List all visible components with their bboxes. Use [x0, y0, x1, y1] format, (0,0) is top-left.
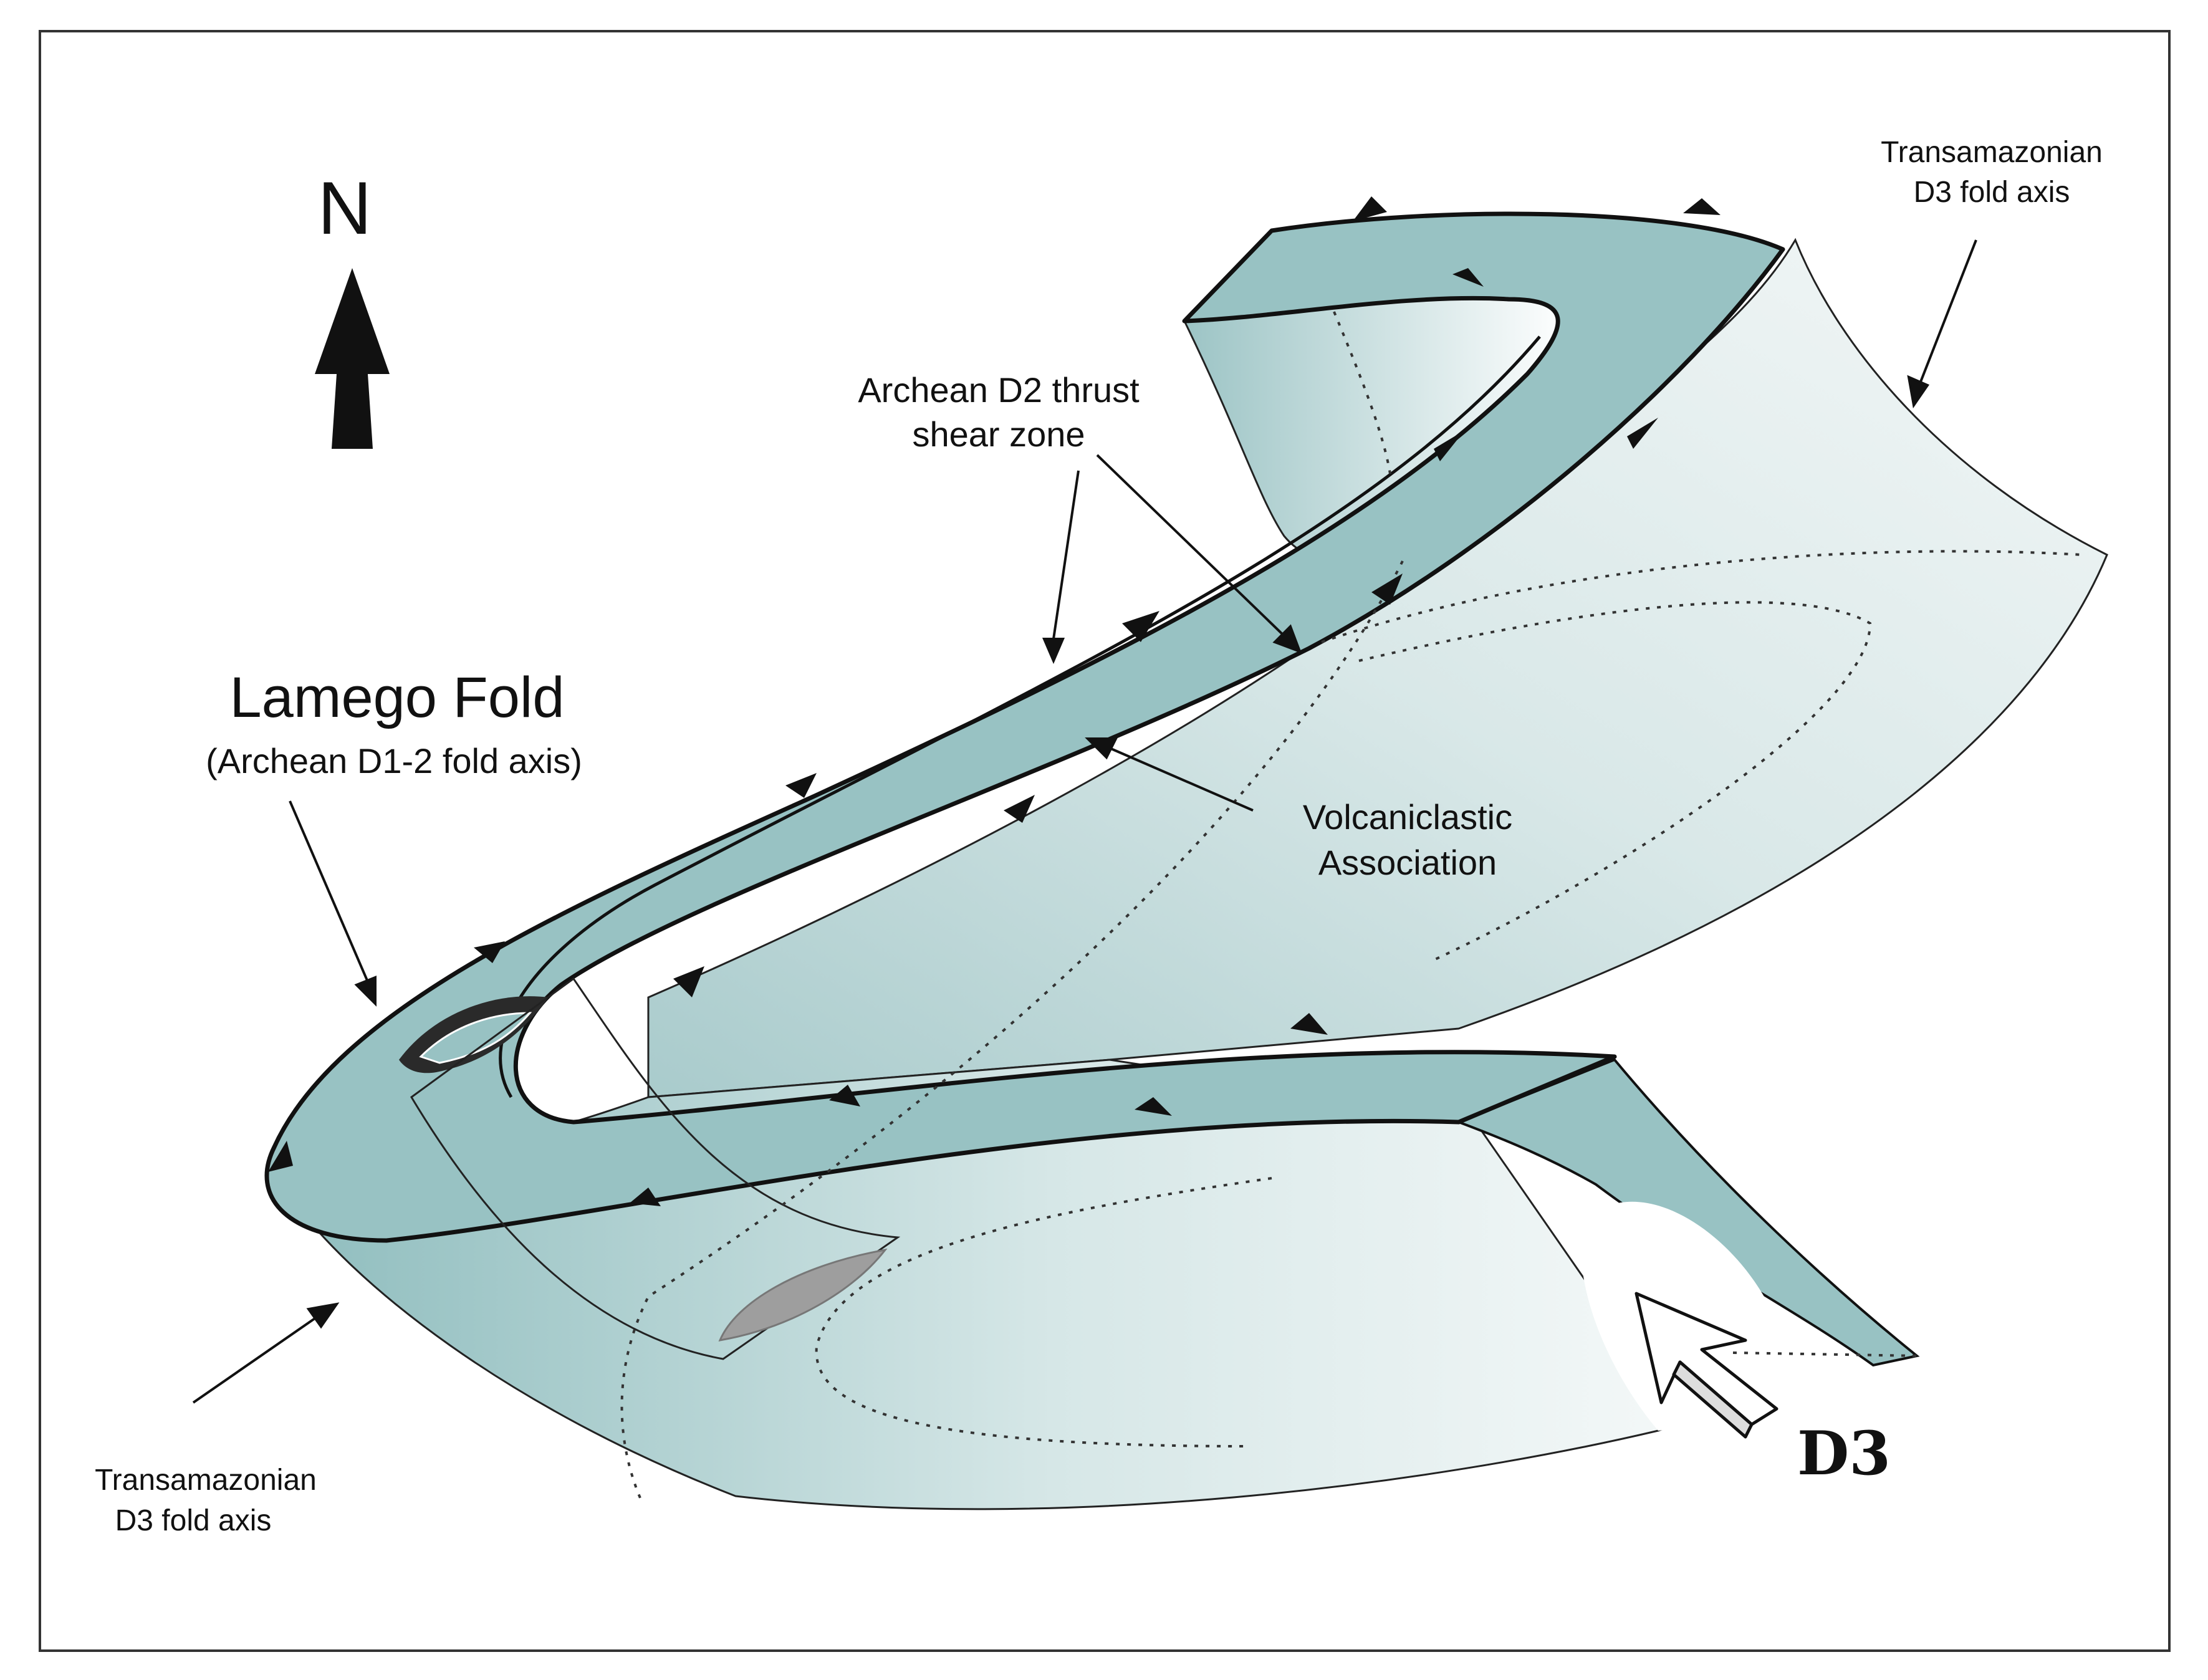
thrust-tooth-icon — [474, 941, 505, 963]
trans-top-line2: D3 fold axis — [1914, 176, 2070, 209]
leader-arrows — [192, 239, 1977, 1404]
thrust-tooth-icon — [1135, 1097, 1172, 1116]
folded-band — [264, 211, 1785, 1243]
fold-surfaces — [282, 229, 2108, 1510]
d3-label: D3 — [1797, 1418, 1891, 1489]
thrust-tooth-icon — [1353, 196, 1387, 221]
volc-label-line2: Association — [1318, 843, 1497, 882]
trans-bottom-line2: D3 fold axis — [115, 1504, 272, 1537]
lamego-subtitle: (Archean D1-2 fold axis) — [206, 741, 582, 780]
trans-bottom-line1: Transamazonian — [95, 1464, 317, 1497]
trans-top-line1: Transamazonian — [1881, 136, 2103, 169]
thrust-tooth-icon — [673, 966, 704, 997]
thrust-tooth-icon — [1434, 430, 1465, 461]
thrust-tooth-icon — [1627, 418, 1658, 449]
thrust-teeth — [268, 196, 1721, 1206]
north-label: N — [318, 166, 372, 250]
d2-label-line1: Archean D2 thrust — [858, 370, 1140, 410]
thrust-tooth-icon — [1122, 611, 1159, 642]
thrust-tooth-icon — [1290, 1013, 1328, 1035]
thrust-tooth-icon — [785, 773, 817, 798]
north-arrow-icon — [315, 268, 390, 449]
thrust-tooth-icon — [1683, 198, 1721, 215]
lamego-title: Lamego Fold — [230, 666, 565, 729]
d3-compression-arrow-icon — [1634, 1292, 1778, 1439]
thrust-tooth-icon — [1452, 268, 1484, 287]
thrust-tooth-icon — [630, 1188, 661, 1206]
lower-right-wedge — [1455, 1058, 1920, 1367]
d2-label-line2: shear zone — [912, 415, 1085, 454]
lamego-eye-fold — [399, 977, 901, 1360]
thrust-tooth-icon — [1004, 795, 1035, 823]
figure-frame — [39, 30, 2171, 1652]
thrust-tooth-icon — [829, 1085, 860, 1106]
dotted-fold-traces — [620, 311, 2083, 1503]
thrust-tooth-icon — [1371, 574, 1403, 605]
section-blade — [410, 977, 901, 1360]
volc-label-line1: Volcaniclastic — [1303, 797, 1512, 837]
thrust-tooth-icon — [268, 1141, 293, 1172]
